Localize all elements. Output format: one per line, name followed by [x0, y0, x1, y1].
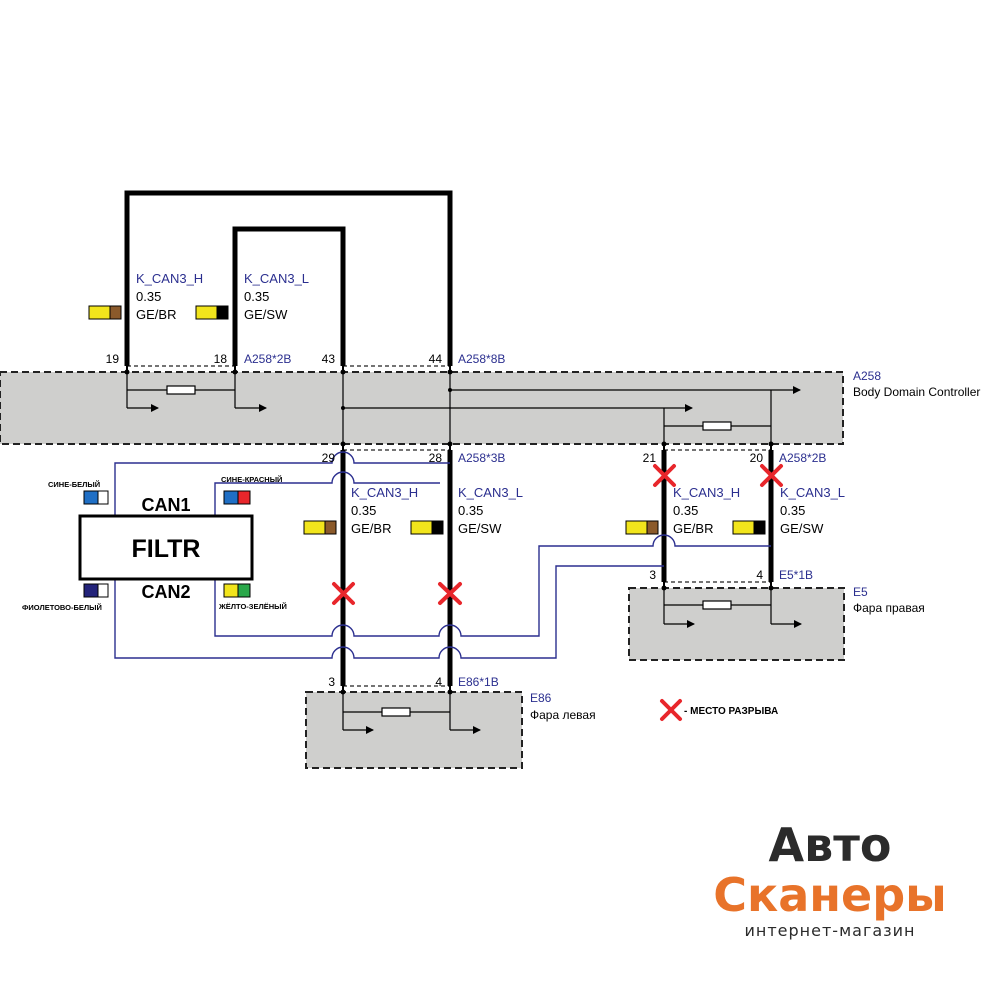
label-blue-white: СИНЕ-БЕЛЫЙ [48, 480, 100, 489]
filter-box [78, 514, 254, 581]
pin-e86-3: 3 [328, 675, 335, 689]
brand-line-1: Авто [768, 818, 892, 872]
e5-module-box [628, 587, 845, 661]
swatch-top-l [195, 305, 229, 320]
pin-28: 28 [429, 451, 443, 465]
connector-a258-2b-top: A258*2B [244, 352, 291, 366]
e5-module-id: E5 [853, 585, 868, 599]
pin-e86-4: 4 [435, 675, 442, 689]
wire-right-l-color: GE/SW [780, 521, 824, 536]
legend-break-label: - МЕСТО РАЗРЫВА [684, 706, 778, 717]
break-mark-left-l [438, 582, 462, 605]
wire-left-l-name: K_CAN3_L [458, 485, 523, 500]
break-mark-left-h [332, 582, 355, 605]
swatch-right-h [625, 520, 659, 535]
brand-line-2: Сканеры [713, 868, 947, 922]
swatch-blue-white [83, 490, 109, 505]
filter-wires [114, 451, 771, 659]
wire-right-h-color: GE/BR [673, 521, 713, 536]
e5-module-name: Фара правая [853, 601, 925, 615]
swatch-yellow-green [223, 583, 251, 598]
break-mark-right-h [653, 464, 676, 487]
swatch-violet-white [83, 583, 109, 598]
pin-19: 19 [106, 352, 120, 366]
wire-left-l-color: GE/SW [458, 521, 502, 536]
wire-top-l-color: GE/SW [244, 307, 288, 322]
label-yellow-green: ЖЁЛТО-ЗЕЛЁНЫЙ [218, 602, 287, 611]
wire-left-h-size: 0.35 [351, 503, 376, 518]
e86-module-id: E86 [530, 691, 552, 705]
pin-e5-3: 3 [649, 568, 656, 582]
pin-29: 29 [322, 451, 336, 465]
filter-title: FILTR [132, 535, 201, 563]
swatch-left-h [303, 520, 337, 535]
a258-module-name: Body Domain Controller [853, 385, 980, 399]
pin-e5-4: 4 [756, 568, 763, 582]
pin-44: 44 [429, 352, 443, 366]
wire-top-h-name: K_CAN3_H [136, 271, 203, 286]
swatch-blue-red [223, 490, 251, 505]
wire-left-l-size: 0.35 [458, 503, 483, 518]
wire-top-l-name: K_CAN3_L [244, 271, 309, 286]
wire-right-l-name: K_CAN3_L [780, 485, 845, 500]
break-mark-right-l [760, 464, 783, 487]
connector-a258-2b-right: A258*2B [779, 451, 826, 465]
label-violet-white: ФИОЛЕТОВО-БЕЛЫЙ [22, 603, 102, 612]
connector-e86-1b: E86*1B [458, 675, 499, 689]
e86-internal-lines [342, 692, 481, 734]
pin-20: 20 [750, 451, 764, 465]
connector-e5-1b: E5*1B [779, 568, 813, 582]
legend-break-mark [660, 699, 682, 721]
pin-18: 18 [214, 352, 228, 366]
wire-right-h-size: 0.35 [673, 503, 698, 518]
label-blue-red: СИНЕ-КРАСНЫЙ [221, 475, 282, 484]
e5-internal-lines [663, 588, 802, 628]
filter-can1-label: CAN1 [141, 495, 190, 515]
wire-top-h-size: 0.35 [136, 289, 161, 304]
connector-a258-3b: A258*3B [458, 451, 505, 465]
wire-left-h-color: GE/BR [351, 521, 391, 536]
wire-right-h-name: K_CAN3_H [673, 485, 740, 500]
wire-top-l-size: 0.35 [244, 289, 269, 304]
e86-module-box [305, 691, 523, 769]
swatch-left-l [410, 520, 444, 535]
brand-logo: Авто Сканеры интернет-магазин [700, 820, 960, 942]
e86-module-name: Фара левая [530, 708, 596, 722]
pin-dots [124, 369, 774, 695]
a258-module-id: A258 [853, 369, 881, 383]
brand-tagline: интернет-магазин [744, 921, 916, 940]
wire-top-h-color: GE/BR [136, 307, 176, 322]
wire-right-l-size: 0.35 [780, 503, 805, 518]
connector-brackets [127, 365, 771, 687]
pin-21: 21 [643, 451, 657, 465]
swatch-right-l [732, 520, 766, 535]
wire-left-h-name: K_CAN3_H [351, 485, 418, 500]
pin-43: 43 [322, 352, 336, 366]
filter-can2-label: CAN2 [141, 582, 190, 602]
connector-a258-8b: A258*8B [458, 352, 505, 366]
swatch-top-h [88, 305, 122, 320]
